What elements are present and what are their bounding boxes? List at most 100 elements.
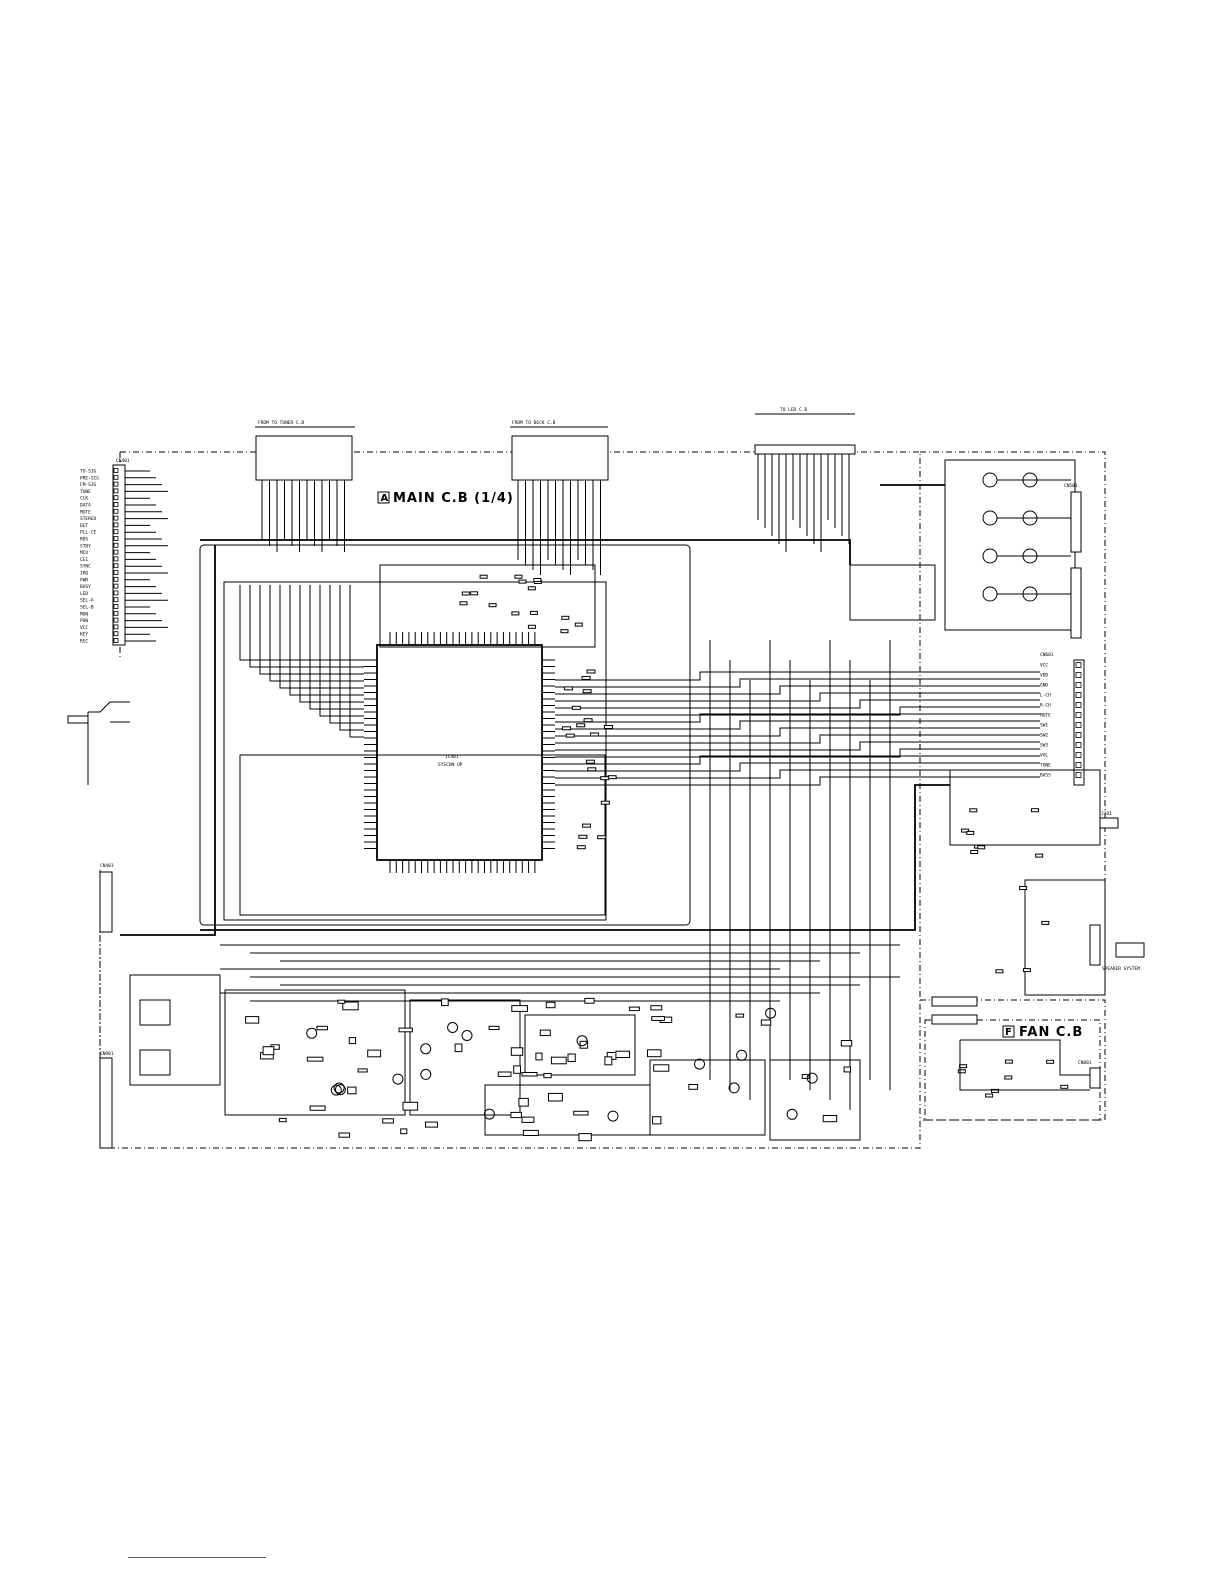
- left-signal-label: STBY: [80, 543, 91, 549]
- left-signal-label: MCU: [80, 550, 88, 556]
- transistor: [982, 586, 998, 602]
- wiring: [67, 454, 1090, 1142]
- component: [539, 1029, 551, 1037]
- component: [961, 828, 970, 833]
- component: [527, 624, 536, 629]
- left-connector-mid: CN403: [99, 863, 114, 933]
- left-signal-label: TUNE: [80, 489, 91, 495]
- ic-left-wire: [289, 585, 364, 696]
- left-signal-label: MUTE: [80, 509, 91, 515]
- left-signal-pin: [113, 604, 119, 609]
- ic-left-wire: [269, 585, 364, 682]
- right-connector-top-label: CN501: [1064, 483, 1078, 489]
- component: [590, 732, 599, 737]
- component: [586, 669, 596, 674]
- component: [535, 1052, 543, 1061]
- component: [1019, 886, 1028, 890]
- component: [573, 1110, 589, 1116]
- tuner-connector-pins: [255, 435, 609, 481]
- main-ic: IC401 SYSCON UP: [364, 632, 555, 873]
- left-signal-label: DET: [80, 523, 88, 529]
- component: [822, 1115, 838, 1123]
- component: [561, 615, 570, 620]
- component: [957, 1069, 966, 1074]
- right-signal-label: SW1: [1040, 723, 1048, 729]
- component: [454, 1043, 463, 1053]
- right-signal-label: VOL: [1040, 753, 1048, 759]
- ic-right-wire: [555, 776, 1040, 786]
- component: [607, 775, 617, 780]
- component: [735, 1013, 745, 1018]
- right-signal-label: MUTE: [1040, 713, 1051, 719]
- component: [688, 1084, 699, 1090]
- right-signal-label: L-CH: [1040, 693, 1051, 699]
- transistor: [786, 1108, 798, 1120]
- component: [1046, 1059, 1055, 1064]
- right-signal-pin: [1075, 692, 1082, 698]
- footer-link-underline: [128, 1557, 266, 1558]
- component: [587, 767, 597, 772]
- component: [1031, 808, 1039, 813]
- component: [653, 1064, 670, 1072]
- component: [550, 1056, 567, 1065]
- component: [347, 1086, 357, 1095]
- component: [995, 969, 1004, 974]
- right-signal-list: VCCVDDGNDL-CHR-CHMUTESW1SW2SW3VOLTONEBAS…: [1040, 662, 1082, 779]
- left-signal-label: RDS: [80, 537, 88, 543]
- left-signal-label: POW: [80, 618, 88, 624]
- left-signal-label: CE1: [80, 557, 88, 563]
- right-signal-label: VCC: [1040, 663, 1048, 669]
- left-signal-list: TO-SIGPRE-SIGFM-SIGTUNECLKDATAMUTESTEREO…: [80, 468, 168, 645]
- fan-board: F FAN C.B CN801: [924, 996, 1101, 1121]
- left-signal-label: IRQ: [80, 571, 88, 577]
- component: [843, 1066, 851, 1073]
- left-signal-pin: [113, 474, 119, 480]
- left-signal-pin: [113, 610, 119, 616]
- left-signal-label: PWR: [80, 577, 88, 583]
- left-signal-pin: [113, 502, 119, 507]
- left-signal-pin: [113, 522, 119, 528]
- component: [545, 1001, 556, 1009]
- right-signal-pin: [1075, 772, 1082, 778]
- main-board-outline: [99, 451, 1106, 1149]
- component: [306, 1056, 324, 1062]
- left-connector-bottom-label: CN901: [100, 1051, 114, 1057]
- left-signal-label: REC: [80, 639, 88, 645]
- speaker-label: SPEAKER SYSTEM: [1102, 966, 1140, 972]
- transistor: [330, 1084, 342, 1096]
- component: [245, 1016, 260, 1024]
- header-led-label: TO LED C.B: [780, 407, 807, 413]
- component: [382, 1118, 394, 1124]
- component: [576, 723, 586, 728]
- component: [521, 1116, 535, 1123]
- left-signal-pin: [113, 508, 119, 514]
- left-signal-pin: [113, 549, 119, 555]
- left-signal-label: LED: [80, 591, 88, 597]
- ic-right-wire: [555, 727, 1040, 737]
- transistor: [607, 1110, 619, 1122]
- header-led: TO LED C.B: [754, 407, 856, 455]
- component: [398, 1027, 413, 1033]
- component: [801, 1074, 810, 1079]
- component: [511, 611, 520, 616]
- transistor: [392, 1073, 404, 1085]
- ic-left-wire: [309, 585, 364, 710]
- fan-wire: [960, 1039, 1090, 1076]
- transistor: [982, 472, 998, 488]
- transistor: [420, 1068, 432, 1080]
- transistor: [306, 1027, 318, 1039]
- power-section: [129, 974, 861, 1141]
- ic-left-wire: [249, 585, 364, 668]
- speaker-block: SPEAKER SYSTEM: [1024, 879, 1145, 996]
- component: [578, 1133, 592, 1142]
- jack-label: J101: [1101, 811, 1112, 817]
- right-signal-pin: [1075, 732, 1082, 738]
- component: [518, 579, 527, 584]
- component: [262, 1046, 275, 1056]
- transistor: [736, 1049, 748, 1061]
- ic-pins: [364, 632, 555, 873]
- component: [562, 726, 571, 731]
- transistor: [483, 1108, 495, 1120]
- power-rail: [200, 784, 950, 931]
